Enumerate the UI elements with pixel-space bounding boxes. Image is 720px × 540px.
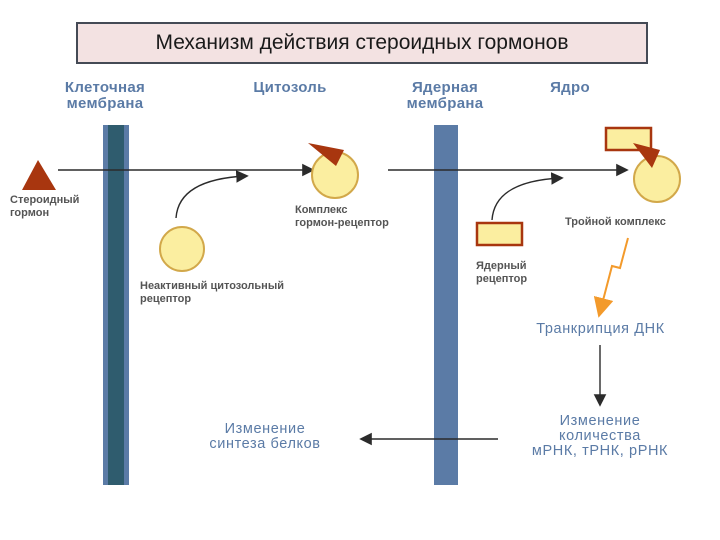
nuclear-receptor-rect	[475, 221, 524, 247]
triple-complex-rect	[604, 126, 653, 152]
arrow-nuclear-receptor-to-triple	[491, 172, 564, 221]
label-protein-change: Изменение синтеза белков	[209, 421, 321, 452]
label-inactive-receptor: Неактивный цитозольный рецептор	[140, 280, 284, 305]
triple-complex-triangle	[633, 143, 660, 168]
label-dna-transcription: Транкрипция ДНК	[536, 321, 665, 337]
slide-title: Механизм действия стероидных гормонов	[76, 22, 648, 64]
steroid-hormone-icon	[22, 160, 56, 190]
label-nuclear-receptor: Ядерный рецептор	[476, 260, 528, 285]
inactive-receptor-circle	[159, 226, 205, 272]
triple-complex-circle	[633, 155, 681, 203]
label-cell-membrane: Клеточная мембрана	[64, 79, 146, 112]
hormone-triangle-complex	[308, 143, 344, 166]
label-triple-complex: Тройной комплекс	[565, 216, 666, 228]
label-nuclear-membrane: Ядерная мембрана	[406, 79, 484, 112]
label-steroid-hormone: Стероидный гормон	[10, 194, 80, 219]
label-nucleus: Ядро	[550, 79, 590, 96]
label-cytosol: Цитозоль	[253, 79, 327, 96]
transcription-bolt-arrow	[593, 237, 629, 318]
arrow-receptor-to-complex	[175, 170, 249, 219]
cell-membrane	[103, 125, 129, 485]
label-hormone-receptor-complex: Комплекс гормон-рецептор	[295, 204, 389, 229]
label-rna-change: Изменение количества мРНК, тРНК, рРНК	[531, 413, 669, 459]
nuclear-membrane	[434, 125, 458, 485]
